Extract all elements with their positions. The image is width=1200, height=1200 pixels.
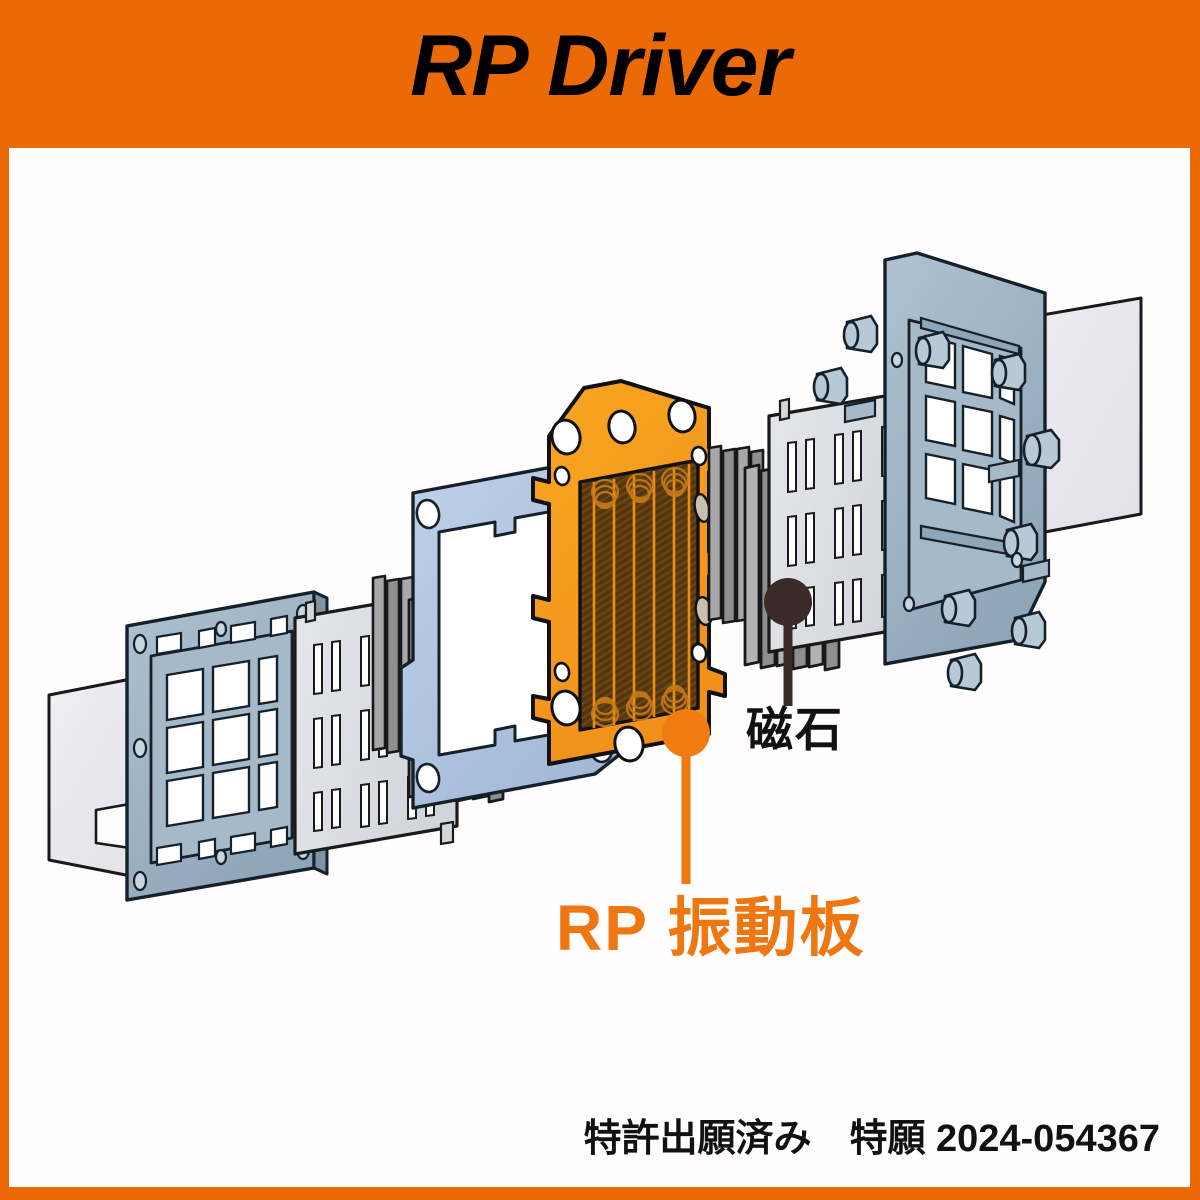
- magnet-bar: [385, 577, 401, 755]
- grille-opening: [211, 765, 251, 820]
- grille-opening: [998, 472, 1016, 524]
- grille-opening: [211, 712, 251, 767]
- magnet-bar: [721, 447, 737, 625]
- patent-footnote: 特許出願済み 特願 2024-054367: [583, 1118, 1160, 1160]
- exploded-diagram: [9, 148, 1190, 1187]
- callout-label-diaphragm: RP 振動板: [556, 892, 866, 964]
- grille-opening: [211, 659, 251, 714]
- grille-opening: [998, 414, 1016, 466]
- grille-opening: [165, 720, 205, 775]
- frame-border-bottom: [0, 1187, 1200, 1200]
- callout-label-magnet: 磁石: [746, 703, 844, 756]
- grille-opening: [961, 404, 994, 458]
- grille-opening: [257, 654, 279, 706]
- callout-leader-diaphragm: [662, 709, 710, 884]
- grille-opening: [961, 462, 994, 516]
- grille-opening: [961, 344, 994, 400]
- magnet-bar: [371, 574, 387, 752]
- grille-opening: [257, 707, 279, 759]
- callout-leader-magnet: [764, 578, 812, 706]
- grille-opening: [257, 760, 279, 812]
- grille-opening: [924, 452, 957, 506]
- header-banner: RP Driver: [0, 0, 1200, 148]
- page-title: RP Driver: [410, 18, 791, 114]
- component-rp-diaphragm: [531, 379, 727, 766]
- frame-border-right: [1190, 0, 1200, 1200]
- component-grille-frame-right: [812, 251, 1061, 692]
- magnet-bar: [707, 444, 723, 622]
- grille-opening: [924, 394, 957, 448]
- component-grille-frame-left: [125, 590, 329, 902]
- magnet-bar: [743, 463, 761, 667]
- grille-opening: [165, 667, 205, 722]
- frame-border-left: [0, 0, 9, 1200]
- grille-opening: [165, 773, 205, 828]
